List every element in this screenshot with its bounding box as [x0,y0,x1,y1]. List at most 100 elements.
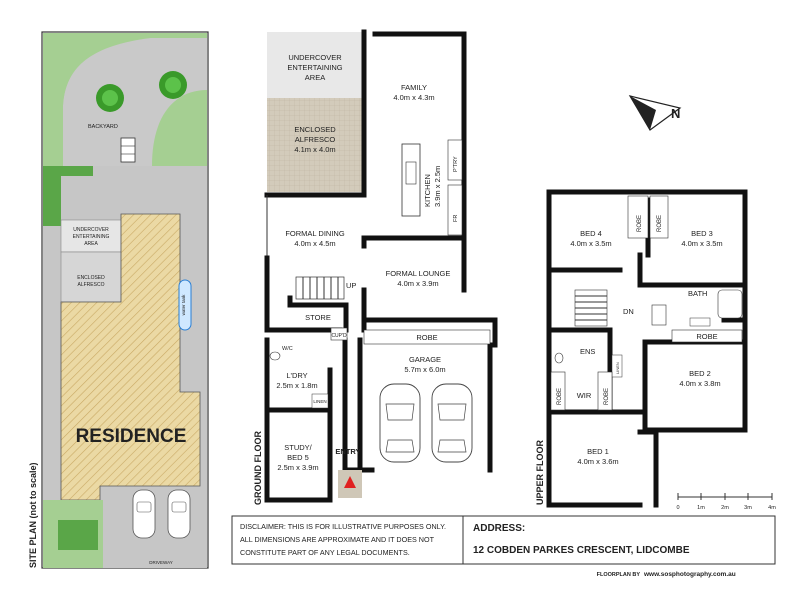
info-box: DISCLAIMER: THIS IS FOR ILLUSTRATIVE PUR… [231,515,776,565]
uf-bath-label: BATH [688,289,707,298]
site-plan-title: SITE PLAN (not to scale) [28,462,38,568]
gf-wall-family [361,31,467,241]
gf-undercover-label-2: ENTERTAINING [287,63,342,72]
uf-bed4-dim: 4.0m x 3.5m [570,239,611,248]
uf-robe-wir-left-label: ROBE [557,388,563,405]
gf-staircase [295,276,345,300]
uf-robe-bed4 [627,195,649,239]
gf-laundry-name: L'DRY [286,371,307,380]
uf-bed3-dim: 4.0m x 3.5m [681,239,722,248]
gf-fridge-label: FR [453,215,459,222]
gf-lounge-name: FORMAL LOUNGE [386,269,451,278]
gf-dining-dim: 4.0m x 4.5m [294,239,335,248]
entry-arrow-icon [344,476,356,488]
address-label: ADDRESS: [473,523,525,534]
site-undercover-label-3: AREA [84,241,98,247]
gf-car-1 [379,383,421,463]
driveway-label: DRIVEWAY [149,560,173,565]
gf-alfresco-name-1: ENCLOSED [294,125,336,134]
uf-robe-bed3-label: ROBE [657,215,663,232]
gf-up-label: UP [346,281,356,290]
backyard-label: BACKYARD [88,124,118,130]
uf-robe-wir-right-label: ROBE [604,388,610,405]
gf-kitchen-dim: 3.9m x 2.5m [433,166,442,207]
uf-linen-label: LINEN [615,362,620,374]
gf-wall-garage-top [361,317,498,348]
hedge [43,166,61,226]
uf-bed4-name: BED 4 [580,229,602,238]
gf-undercover-label-3: AREA [305,73,325,82]
gf-lounge-dim: 4.0m x 3.9m [397,279,438,288]
uf-wall-top [546,189,748,323]
scale-tick-2: 2m [721,505,729,511]
site-enclosed-label-1: ENCLOSED [77,275,105,281]
uf-bed2-dim: 4.0m x 3.8m [679,379,720,388]
uf-ens-label: ENS [580,347,595,356]
backyard-steps [120,137,136,163]
gf-alfresco-name-2: ALFRESCO [295,135,336,144]
gf-linen-label: LINEN [313,399,326,404]
uf-wir-label: WIR [577,391,592,400]
gf-garage-dim: 5.7m x 6.0m [404,365,445,374]
ground-floor-title: GROUND FLOOR [253,431,263,505]
toilet-icon [269,351,281,361]
cupboard [330,327,348,341]
scale-tick-1: 1m [697,505,705,511]
uf-bed3-name: BED 3 [691,229,713,238]
site-car-1 [132,489,156,539]
bathtub-icon [717,289,743,319]
gf-alfresco-dim: 4.1m x 4.0m [294,145,335,154]
upper-floor: ROBE ROBE BED 4 4.0m x 3.5m BED 3 4.0m x… [535,189,748,508]
ground-floor: UNDERCOVER ENTERTAINING AREA ENCLOSED AL… [253,29,498,505]
credit-url: www.sosphotography.com.au [643,571,736,578]
gf-car-2 [431,383,473,463]
uf-wall-left [546,189,643,508]
gf-robe [363,329,491,345]
gf-store-label: STORE [305,313,331,322]
scale-tick-0: 0 [676,505,679,511]
gf-pantry-label: P'TRY [453,156,459,172]
sink-icon [405,161,417,185]
uf-wall-bed2 [642,317,748,433]
compass-icon: N [628,95,682,131]
compass-north-label: N [671,106,680,121]
site-plan: BACKYARD UNDERCOVER ENTERTAINING AREA EN… [28,31,209,569]
gf-dining-name: FORMAL DINING [285,229,344,238]
uf-robe-bed4-label: ROBE [637,215,643,232]
scale-tick-3: 3m [744,505,752,511]
site-undercover-label-2: ENTERTAINING [73,234,110,240]
disclaimer-line-3: CONSTITUTE PART OF ANY LEGAL DOCUMENTS. [240,548,410,557]
site-undercover-label-1: UNDERCOVER [73,227,109,233]
gf-wall-study [264,367,333,503]
address-value: 12 COBDEN PARKES CRESCENT, LIDCOMBE [473,545,690,556]
gf-family-name: FAMILY [401,83,427,92]
gf-robe-label: ROBE [416,333,437,342]
site-enclosed-label-2: ALFRESCO [78,282,105,288]
gf-entry-label: ENTRY [335,447,360,456]
gf-linen [311,393,329,409]
uf-linen [611,354,623,378]
gf-study-name-1: STUDY/ [284,443,312,452]
gf-study-name-2: BED 5 [287,453,309,462]
gf-undercover-area [267,32,364,98]
uf-bed2-name: BED 2 [689,369,711,378]
uf-robe-wir-left [550,371,566,411]
site-undercover [60,219,122,253]
disclaimer-line-2: ALL DIMENSIONS ARE APPROXIMATE AND IT DO… [240,535,435,544]
uf-dn-label: DN [623,307,634,316]
scale-bar: 0 1m 2m 3m 4m [676,493,776,511]
gf-wc-label: W/C [282,346,293,352]
gf-undercover-label-1: UNDERCOVER [288,53,342,62]
uf-robe-wir-right [597,371,613,411]
water-tank-label: water tank [181,294,186,316]
gf-study-dim: 2.5m x 3.9m [277,463,318,472]
gf-garage-name: GARAGE [409,355,441,364]
uf-bed1-dim: 4.0m x 3.6m [577,457,618,466]
credit-label: FLOORPLAN BY [597,572,641,578]
gf-family-dim: 4.0m x 4.3m [393,93,434,102]
water-tank [178,279,192,331]
fridge-space [447,184,463,236]
uf-bed1-name: BED 1 [587,447,609,456]
pantry [447,139,463,181]
